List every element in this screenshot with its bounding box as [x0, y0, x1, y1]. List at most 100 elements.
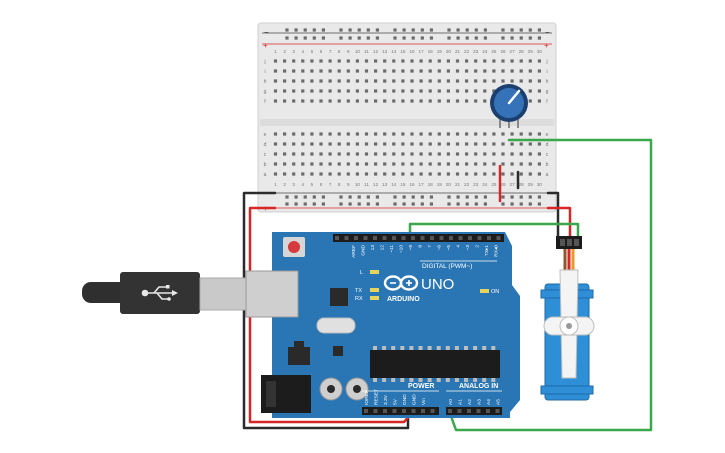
header-hole[interactable]	[430, 236, 434, 240]
header-hole[interactable]	[430, 409, 435, 413]
rail-hole	[537, 202, 541, 206]
breadboard-column-label: 3	[292, 49, 295, 54]
header-hole[interactable]	[449, 236, 453, 240]
header-hole[interactable]	[467, 409, 471, 413]
header-hole[interactable]	[344, 236, 349, 240]
breadboard-hole	[319, 89, 323, 93]
header-hole[interactable]	[486, 409, 490, 413]
breadboard-hole	[301, 162, 305, 166]
rail-hole	[501, 195, 505, 199]
breadboard-hole	[328, 99, 332, 103]
breadboard-hole	[292, 89, 296, 93]
rail-hole	[348, 28, 352, 32]
header-hole[interactable]	[354, 236, 358, 240]
chip-pin	[427, 378, 432, 382]
header-hole[interactable]	[335, 236, 339, 240]
reset-button[interactable]	[288, 241, 300, 253]
header-hole[interactable]	[382, 236, 387, 240]
breadboard-column-label: 20	[446, 182, 452, 187]
rail-hole	[294, 36, 298, 40]
rail-hole	[375, 195, 379, 199]
header-hole[interactable]	[468, 236, 472, 240]
header-hole[interactable]	[392, 409, 397, 413]
pin-label: ~10	[399, 245, 405, 253]
wire-servo-5v[interactable]	[546, 206, 572, 242]
breadboard-row-label: j	[545, 59, 547, 65]
pin-label: GND	[402, 394, 408, 405]
header-hole[interactable]	[448, 409, 452, 413]
header-hole[interactable]	[392, 236, 396, 240]
header-hole[interactable]	[487, 236, 491, 240]
breadboard-column-label: 23	[473, 182, 479, 187]
breadboard-hole	[328, 69, 332, 73]
breadboard-hole	[401, 79, 405, 83]
header-hole[interactable]	[411, 409, 416, 413]
breadboard-column-label: 6	[320, 182, 323, 187]
breadboard-row-label: g	[264, 89, 267, 95]
header-hole[interactable]	[364, 409, 368, 413]
pin-label: RX◂0	[494, 245, 500, 257]
breadboard-hole	[465, 59, 469, 63]
rx-led-label: RX	[355, 296, 363, 302]
breadboard-hole	[501, 172, 505, 176]
header-hole[interactable]	[402, 409, 406, 413]
chip-pin	[382, 346, 387, 350]
breadboard-hole	[446, 99, 450, 103]
breadboard-hole	[392, 79, 396, 83]
breadboard-hole	[410, 172, 414, 176]
breadboard-column-label: 30	[537, 182, 543, 187]
header-hole[interactable]	[421, 409, 425, 413]
rail-hole	[294, 28, 298, 32]
rail-hole	[312, 195, 316, 199]
breadboard-hole	[392, 59, 396, 63]
servo-motor[interactable]	[540, 236, 595, 401]
header-hole[interactable]	[411, 236, 415, 240]
rail-hole	[528, 195, 532, 199]
rail-hole	[447, 36, 451, 40]
header-hole[interactable]	[373, 236, 377, 240]
breadboard-hole	[392, 132, 396, 136]
breadboard-hole	[519, 162, 523, 166]
header-hole[interactable]	[496, 236, 501, 240]
chip-pin	[491, 346, 496, 350]
rail-plus-label: +	[263, 41, 268, 50]
chip-pin	[436, 346, 441, 350]
potentiometer[interactable]	[490, 84, 528, 128]
breadboard-column-label: 18	[428, 49, 434, 54]
header-hole[interactable]	[495, 409, 500, 413]
breadboard-hole	[292, 132, 296, 136]
breadboard-column-label: 29	[528, 49, 534, 54]
header-hole[interactable]	[420, 236, 425, 240]
breadboard-hole	[364, 172, 369, 176]
pin-label: A1	[458, 399, 464, 405]
header-hole[interactable]	[373, 409, 378, 413]
breadboard-hole	[355, 79, 359, 83]
header-hole[interactable]	[457, 409, 462, 413]
header-hole[interactable]	[458, 236, 463, 240]
rail-hole	[447, 28, 451, 32]
wire-5v-arduino[interactable]	[248, 206, 415, 424]
breadboard-terminal-holes	[273, 59, 541, 176]
breadboard-hole	[446, 152, 450, 156]
breadboard-column-label: 22	[464, 182, 470, 187]
chip-pin	[427, 346, 432, 350]
breadboard-hole	[283, 69, 287, 73]
wire-servo-signal-d9[interactable]	[408, 222, 580, 242]
wire-gnd-arduino[interactable]	[242, 191, 410, 430]
header-hole[interactable]	[439, 236, 444, 240]
breadboard-row-label: a	[264, 172, 267, 178]
breadboard-row-label: b	[546, 162, 549, 168]
header-hole[interactable]	[477, 236, 482, 240]
breadboard-hole	[401, 69, 405, 73]
header-hole[interactable]	[476, 409, 481, 413]
rail-hole	[339, 28, 343, 32]
header-hole[interactable]	[383, 409, 387, 413]
header-hole[interactable]	[401, 236, 406, 240]
header-hole[interactable]	[363, 236, 368, 240]
rail-hole	[348, 202, 352, 206]
rail-hole	[483, 202, 487, 206]
breadboard-hole	[355, 69, 359, 73]
breadboard-hole	[310, 89, 314, 93]
